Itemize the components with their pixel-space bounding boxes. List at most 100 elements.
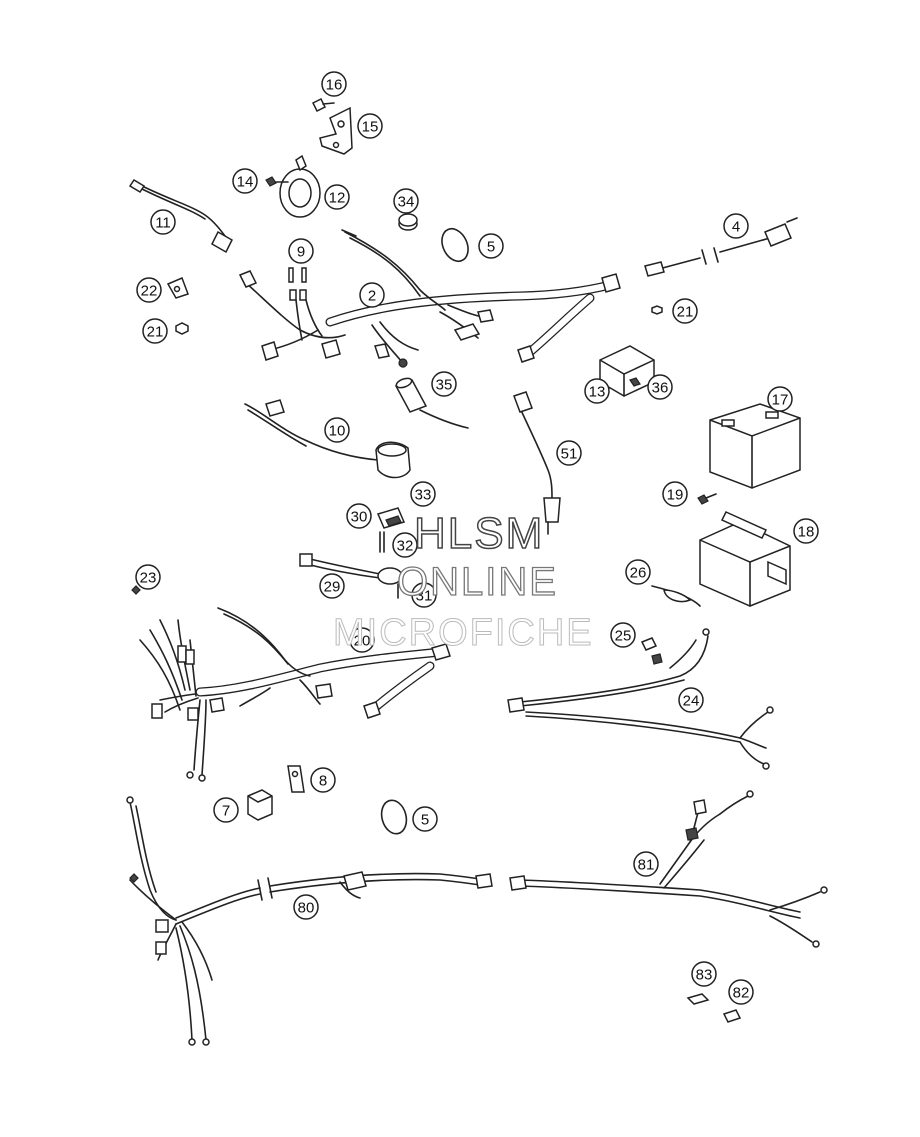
watermark-line-1: HLSM (413, 509, 545, 558)
pins-9 (288, 267, 307, 301)
watermark-line-2: ONLINE (396, 560, 558, 604)
callout-36: 36 (647, 374, 673, 400)
callout-number: 19 (667, 487, 684, 504)
callout-20: 20 (349, 627, 375, 653)
callout-80: 80 (293, 894, 319, 920)
callout-32: 32 (392, 532, 418, 558)
callout-51: 51 (556, 440, 582, 466)
callout-11: 11 (150, 209, 176, 235)
callout-number: 2 (368, 288, 376, 305)
callout-circle (647, 374, 673, 400)
callout-circle (410, 481, 436, 507)
callout-number: 29 (324, 579, 341, 596)
callout-number: 14 (237, 174, 254, 191)
callout-number: 80 (298, 900, 315, 917)
callout-19: 19 (662, 481, 688, 507)
callout-number: 4 (732, 219, 740, 236)
callout-15: 15 (357, 113, 383, 139)
callout-number: 81 (638, 857, 655, 874)
cable-tie-5-upper (441, 227, 469, 263)
callout-number: 7 (222, 803, 230, 820)
callout-number: 15 (362, 119, 379, 136)
callout-8: 8 (310, 767, 336, 793)
callout-number: 34 (398, 194, 415, 211)
callout-number: 32 (397, 538, 414, 555)
callout-30: 30 (346, 503, 372, 529)
callout-18: 18 (793, 518, 819, 544)
callout-12: 12 (324, 184, 350, 210)
callout-circle (411, 582, 437, 608)
callout-21: 21 (142, 318, 168, 344)
callout-circle (793, 518, 819, 544)
callout-34: 34 (393, 188, 419, 214)
callout-circle (213, 797, 239, 823)
strap-26 (651, 585, 701, 607)
callout-circle (324, 417, 350, 443)
callout-number: 18 (798, 524, 815, 541)
callout-number: 22 (141, 283, 158, 300)
bracket-8 (287, 765, 305, 793)
callout-16: 16 (321, 71, 347, 97)
callout-circle (691, 961, 717, 987)
callout-2: 2 (359, 282, 385, 308)
callout-number: 23 (140, 570, 157, 587)
callout-circle (678, 687, 704, 713)
harness-20 (139, 607, 451, 782)
watermark-line-3: MICROFICHE (333, 612, 594, 654)
callout-number: 10 (329, 423, 346, 440)
callout-circle (556, 440, 582, 466)
callout-circle (625, 559, 651, 585)
callout-number: 31 (416, 588, 433, 605)
callout-circle (767, 386, 793, 412)
callout-13: 13 (584, 378, 610, 404)
callout-4: 4 (723, 213, 749, 239)
callout-number: 83 (696, 967, 713, 984)
callout-number: 13 (589, 384, 606, 401)
callout-35: 35 (431, 371, 457, 397)
harness-80 (126, 796, 493, 1046)
callout-24: 24 (678, 687, 704, 713)
callout-circle (324, 184, 350, 210)
callout-7: 7 (213, 797, 239, 823)
callout-number: 11 (155, 215, 171, 232)
callout-number: 5 (421, 812, 429, 829)
callout-number: 12 (329, 190, 346, 207)
harness-81 (509, 790, 828, 948)
harness-24 (507, 628, 774, 770)
sensor-51 (513, 391, 561, 535)
callout-circle (319, 573, 345, 599)
callout-circle (392, 532, 418, 558)
callout-circle (662, 481, 688, 507)
battery-17 (709, 403, 801, 489)
callout-circle (136, 277, 162, 303)
callout-circle (310, 767, 336, 793)
callout-83: 83 (691, 961, 717, 987)
callout-circle (232, 168, 258, 194)
callout-circle (728, 979, 754, 1005)
callout-circle (346, 503, 372, 529)
terminal-82 (722, 1009, 742, 1023)
callout-number: 21 (677, 304, 694, 321)
main-harness-2 (238, 229, 621, 368)
bolt-19 (697, 493, 717, 505)
terminal-83 (686, 993, 710, 1005)
parts-29-33 (299, 507, 406, 599)
callout-number: 21 (147, 324, 164, 341)
callout-circle (321, 71, 347, 97)
regulator-13 (599, 345, 655, 397)
callout-10: 10 (324, 417, 350, 443)
nut-21-right (651, 305, 663, 315)
callout-23: 23 (135, 564, 161, 590)
callout-circle (349, 627, 375, 653)
clip-23 (131, 585, 141, 595)
callout-number: 36 (652, 380, 669, 397)
callout-5: 5 (412, 806, 438, 832)
callout-number: 17 (772, 392, 789, 409)
callout-82: 82 (728, 979, 754, 1005)
callout-circle (478, 233, 504, 259)
callout-number: 51 (561, 446, 578, 463)
callout-number: 9 (297, 244, 305, 261)
callout-22: 22 (136, 277, 162, 303)
callout-circle (672, 298, 698, 324)
